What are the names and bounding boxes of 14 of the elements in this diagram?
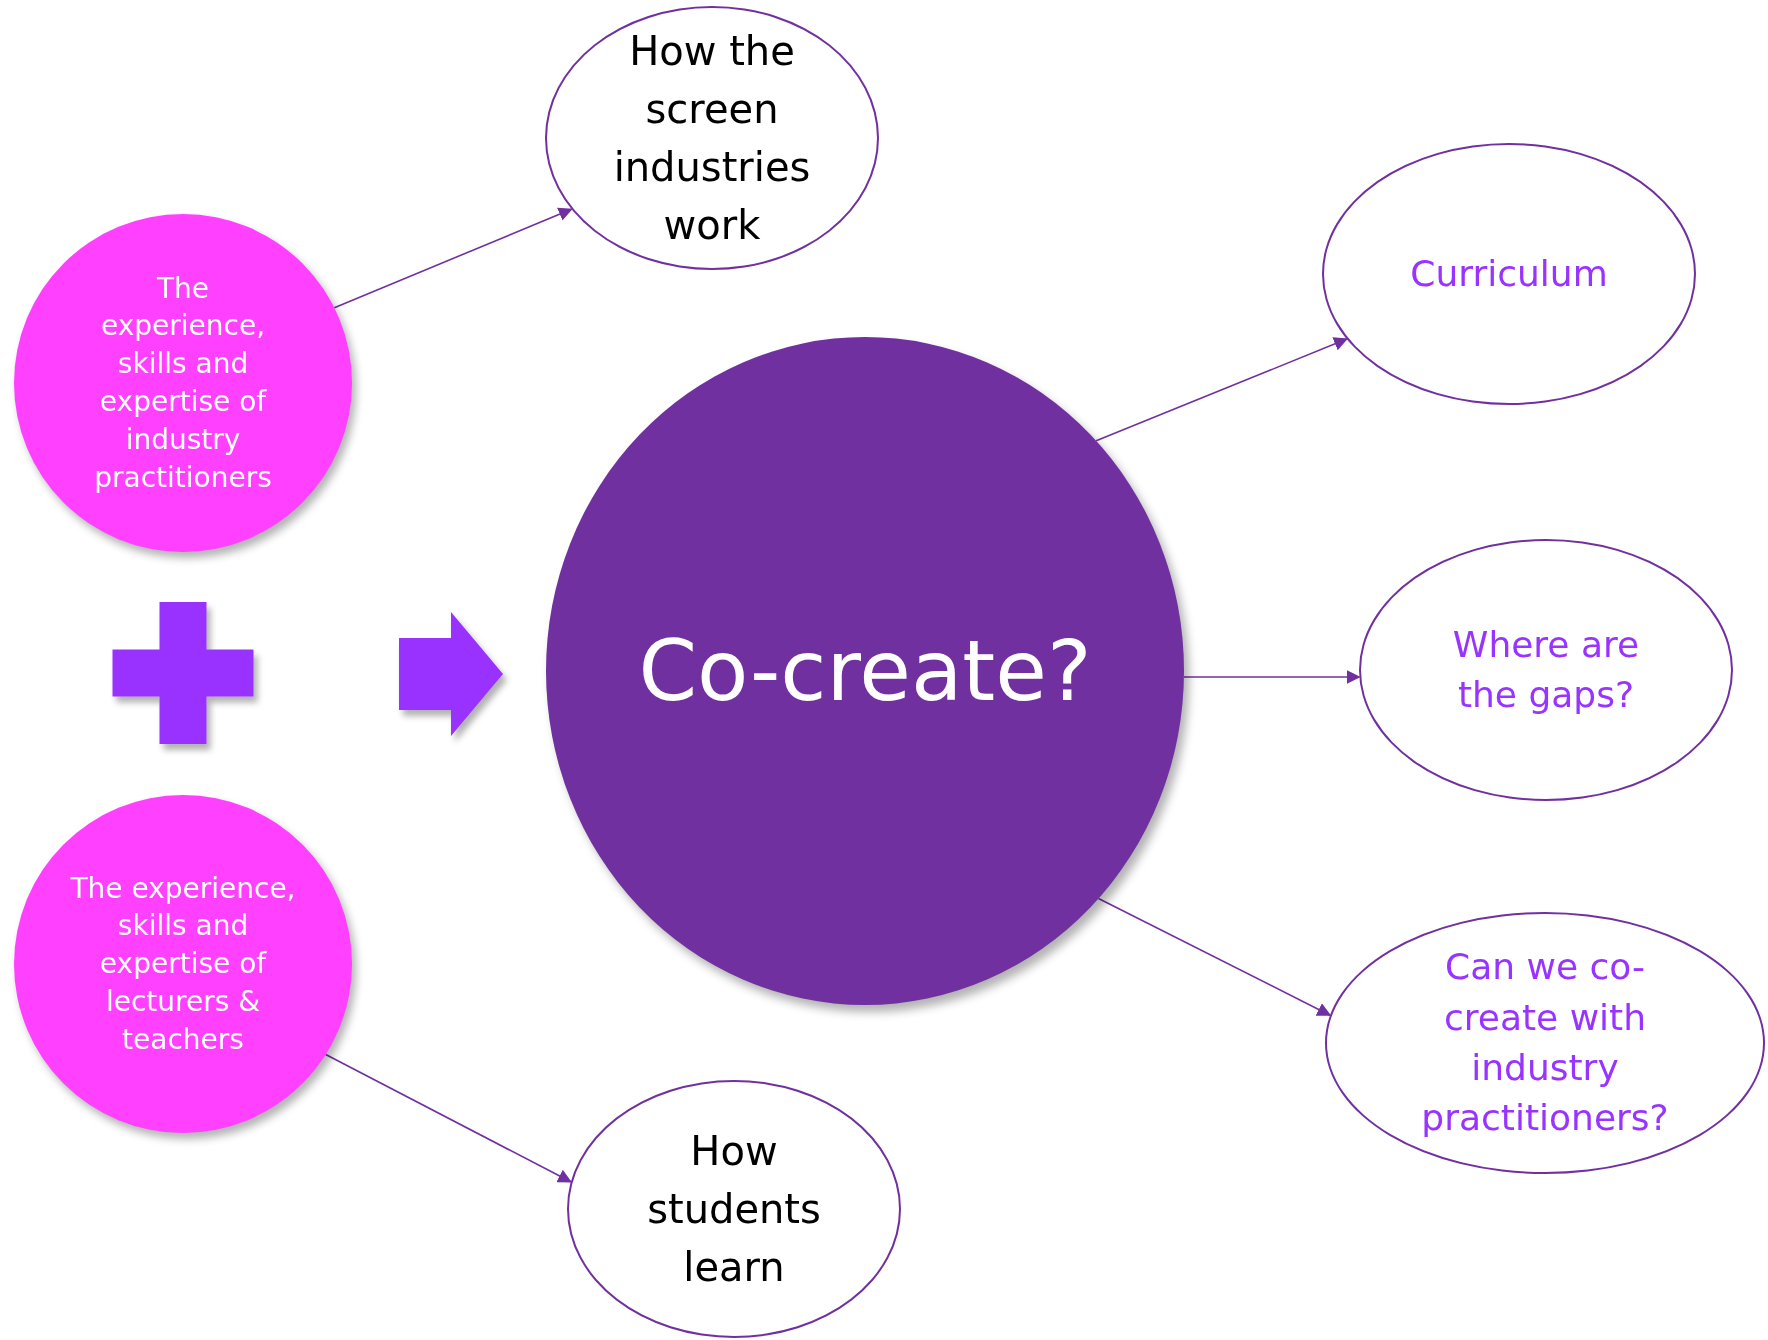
node-label: Co-create? (637, 620, 1093, 722)
block-arrow (399, 612, 503, 736)
node-label: Curriculum (1409, 251, 1609, 296)
arrow (1095, 337, 1348, 442)
arrow (324, 1053, 572, 1183)
arrow (1097, 897, 1332, 1016)
node-label: How the screen industries work (612, 27, 812, 250)
node-label: Where are the gaps? (1451, 622, 1641, 717)
node-label: The experience, skills and expertise of industry practitioners (93, 270, 273, 496)
node-label: How students learn (646, 1127, 822, 1292)
node-label: The experience, skills and expertise of lecturers & teachers (69, 870, 297, 1058)
arrow (333, 207, 573, 309)
arrow (1183, 670, 1361, 684)
node-label: Can we co-create with industry practitioners? (1420, 945, 1670, 1141)
